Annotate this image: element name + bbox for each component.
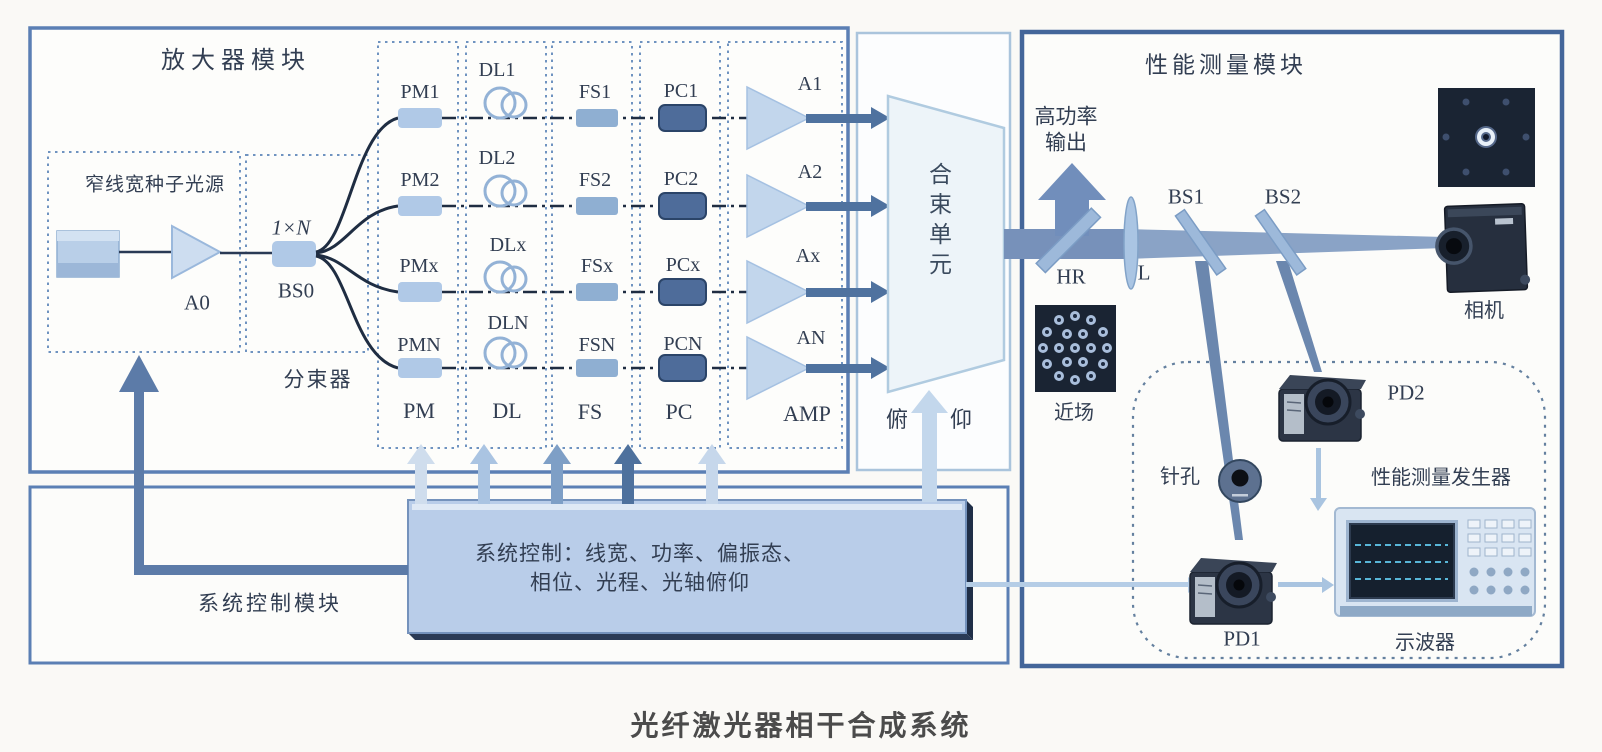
pc1-label: PC1 bbox=[663, 80, 699, 102]
combiner-input-arrows bbox=[806, 107, 890, 379]
fsn-label: FSN bbox=[578, 334, 616, 356]
pm-column-dotted-box bbox=[377, 41, 459, 449]
pd1-to-scope-arrow bbox=[1278, 577, 1334, 593]
dlx-label: DLx bbox=[489, 234, 527, 256]
pinhole-icon bbox=[1218, 459, 1262, 503]
control-box-line1: 系统控制：线宽、功率、偏振态、 bbox=[475, 541, 805, 566]
tilt-left-label: 俯 bbox=[885, 407, 909, 432]
phase-modulator-icons bbox=[398, 108, 442, 378]
control-module-title: 系统控制模块 bbox=[198, 591, 342, 616]
combiner-label: 合束单元 bbox=[925, 162, 951, 282]
pcn-label: PCN bbox=[663, 333, 703, 355]
fiber-coil-icons bbox=[483, 86, 528, 370]
seed-source-label: 窄线宽种子光源 bbox=[84, 174, 226, 196]
hr-mirror-icon bbox=[1035, 207, 1102, 274]
a0-label: A0 bbox=[184, 290, 210, 315]
camera-icon bbox=[1435, 202, 1531, 294]
a2-label: A2 bbox=[797, 161, 823, 183]
dl-column-label: DL bbox=[492, 398, 522, 423]
amplifier-triangle-icons bbox=[746, 85, 811, 401]
pd2-label: PD2 bbox=[1387, 380, 1425, 405]
bs1-label: BS1 bbox=[1167, 184, 1205, 209]
pinhole-label: 针孔 bbox=[1160, 466, 1200, 488]
high-power-label-line1: 高功率 bbox=[1034, 104, 1098, 129]
control-box-line2: 相位、光程、光轴俯仰 bbox=[530, 570, 750, 595]
near-field-label: 近场 bbox=[1054, 402, 1094, 424]
splitter-bs0-icon bbox=[272, 241, 316, 267]
frequency-shifter-icons bbox=[576, 109, 618, 377]
tilt-control-arrow bbox=[911, 390, 948, 502]
oscilloscope-icon bbox=[1334, 507, 1536, 617]
a1-label: A1 bbox=[797, 73, 823, 95]
bs0-label: BS0 bbox=[277, 278, 315, 303]
amplifier-a0-icon bbox=[171, 224, 223, 280]
control-panel bbox=[407, 499, 973, 640]
beamsplitter-bs1-icon bbox=[1174, 208, 1227, 276]
pc2-label: PC2 bbox=[663, 168, 699, 190]
pmn-label: PMN bbox=[397, 334, 441, 356]
amp-column-label: AMP bbox=[783, 401, 831, 426]
pm-column-label: PM bbox=[403, 398, 435, 423]
dl-column-dotted-box bbox=[465, 41, 547, 449]
figure-caption: 光纤激光器相干合成系统 bbox=[630, 710, 972, 741]
photodetector-pd1-icon bbox=[1188, 556, 1279, 626]
pcx-label: PCx bbox=[665, 254, 701, 276]
pc-column-dotted-box bbox=[639, 41, 721, 449]
detector-dotted-box bbox=[1131, 360, 1547, 660]
fs1-label: FS1 bbox=[578, 81, 612, 103]
fiber-fanout-lines bbox=[315, 116, 399, 370]
pc-column-label: PC bbox=[665, 399, 693, 424]
tilt-right-label: 仰 bbox=[949, 407, 973, 432]
pmx-label: PMx bbox=[399, 255, 439, 277]
splitter-label: 分束器 bbox=[283, 367, 353, 392]
measurement-module-title: 性能测量模块 bbox=[1145, 52, 1307, 78]
bs2-label: BS2 bbox=[1264, 184, 1302, 209]
dln-label: DLN bbox=[487, 312, 529, 334]
feedback-arrow bbox=[119, 355, 408, 575]
dl1-label: DL1 bbox=[478, 59, 516, 81]
lens-icon bbox=[1123, 196, 1139, 290]
oscilloscope-label: 示波器 bbox=[1395, 632, 1455, 654]
bs2-sample-beam bbox=[1276, 261, 1322, 372]
dl2-label: DL2 bbox=[478, 147, 516, 169]
pm2-label: PM2 bbox=[400, 169, 440, 191]
seed-laser-icon bbox=[56, 230, 120, 278]
pd1-label: PD1 bbox=[1223, 626, 1261, 651]
camera-label: 相机 bbox=[1464, 300, 1504, 322]
beam-combiner-icon bbox=[886, 94, 1006, 394]
photodetector-pd2-icon bbox=[1277, 373, 1368, 443]
lens-label: L bbox=[1137, 260, 1151, 285]
polarization-controller-icons bbox=[658, 104, 707, 382]
amp-column-dotted-box bbox=[727, 41, 843, 449]
near-field-image bbox=[1035, 305, 1116, 392]
split-ratio-label: 1×N bbox=[271, 215, 311, 240]
amplifier-module-box bbox=[28, 26, 850, 474]
fsx-label: FSx bbox=[580, 255, 614, 277]
hr-label: HR bbox=[1056, 264, 1086, 289]
far-field-image bbox=[1438, 88, 1535, 187]
beamsplitter-bs2-icon bbox=[1254, 208, 1307, 276]
fs2-label: FS2 bbox=[578, 169, 612, 191]
fs-column-label: FS bbox=[577, 399, 603, 424]
fs-column-dotted-box bbox=[551, 41, 633, 449]
amplifier-module-title: 放大器模块 bbox=[161, 48, 311, 74]
generator-label: 性能测量发生器 bbox=[1371, 467, 1511, 489]
pd2-to-scope-arrow bbox=[1310, 448, 1327, 511]
high-power-label-line2: 输出 bbox=[1045, 130, 1087, 155]
an-label: AN bbox=[796, 327, 826, 349]
ax-label: Ax bbox=[795, 245, 821, 267]
pm1-label: PM1 bbox=[400, 81, 440, 103]
control-column-arrows bbox=[407, 444, 726, 504]
channel-rows bbox=[398, 85, 890, 401]
